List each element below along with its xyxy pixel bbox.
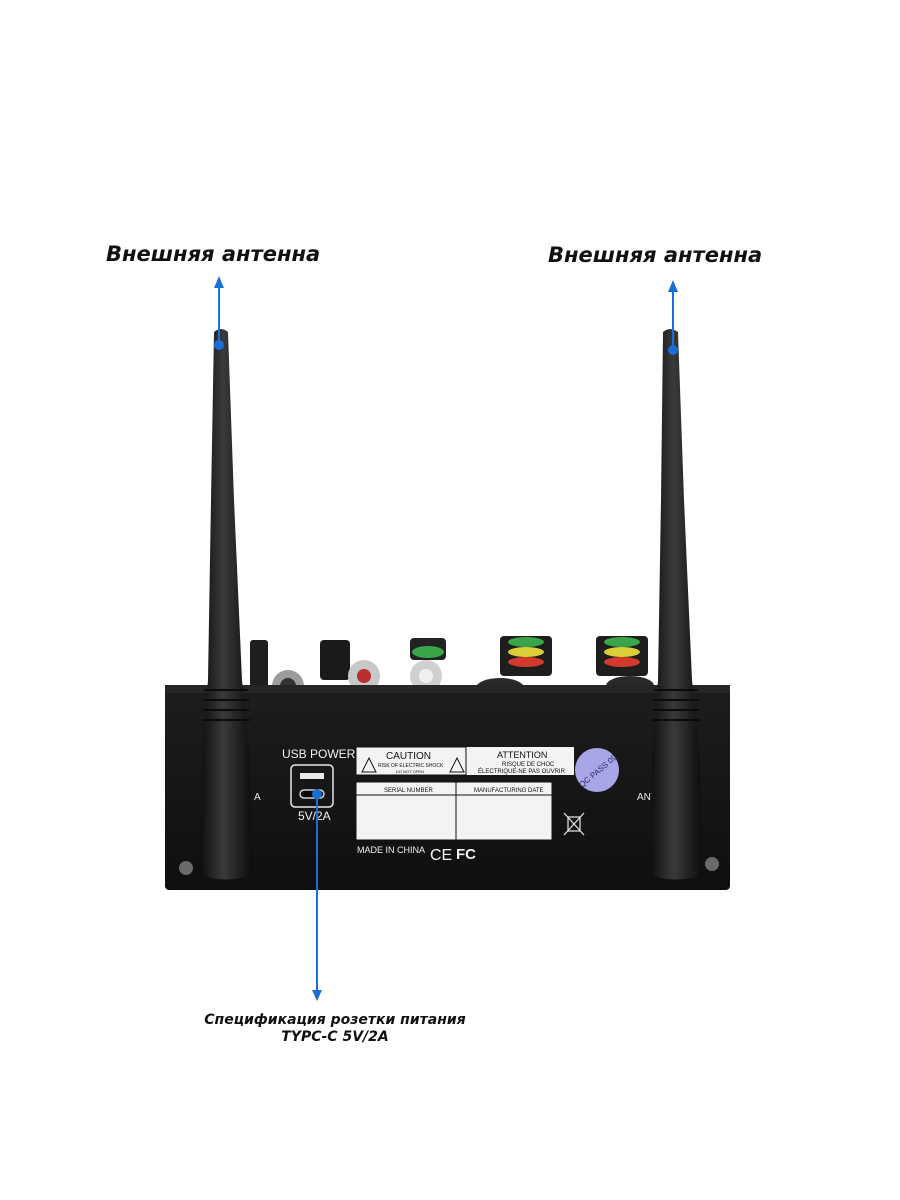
callout-power-line2: TYPC-C 5V/2A xyxy=(281,1029,389,1045)
callout-power-line1: Спецификация розетки питания xyxy=(204,1012,466,1028)
pointer-antenna-right xyxy=(668,280,678,355)
antenna-right xyxy=(650,329,702,880)
ce-mark: CE xyxy=(430,847,452,864)
usb-spec-label: 5V/2A xyxy=(298,809,331,823)
usb-port-frame xyxy=(290,764,334,808)
caution-label xyxy=(356,747,574,775)
warning-triangle-icon-2 xyxy=(449,756,465,773)
callout-power-spec: Спецификация розетки питания TYPC-C 5V/2… xyxy=(150,1012,520,1046)
pointer-antenna-left xyxy=(214,276,224,350)
callout-antenna-left: Внешняя антенна xyxy=(106,242,321,266)
warning-triangle-icon xyxy=(361,756,377,773)
fc-mark: FC xyxy=(456,846,476,863)
qc-pass-sticker xyxy=(575,748,619,792)
antenna-left xyxy=(200,329,252,880)
usb-power-label: USB POWER xyxy=(282,747,356,761)
attention-title: ATTENTION xyxy=(497,750,547,760)
caution-title: CAUTION xyxy=(386,751,431,762)
callout-antenna-right: Внешняя антенна xyxy=(548,243,763,267)
caution-line2: DO NOT OPEN xyxy=(396,769,424,774)
attention-line1: RISQUE DE CHOC xyxy=(502,762,555,768)
ant-label-right-partial: ANT xyxy=(637,792,657,803)
date-header: MANUFACTURING DATE xyxy=(474,788,544,794)
serial-header: SERIAL NUMBER xyxy=(384,788,433,794)
screw-right xyxy=(705,857,719,871)
weee-bin-icon xyxy=(563,812,585,836)
made-in-label: MADE IN CHINA xyxy=(357,845,425,855)
attention-line2: ÉLECTRIQUE-NE PAS OUVRIR xyxy=(478,768,566,775)
serial-label xyxy=(355,781,553,841)
usb-icon xyxy=(300,773,324,779)
screw-left xyxy=(179,861,193,875)
caution-line1: RISK OF ELECTRIC SHOCK xyxy=(378,763,444,769)
pointer-usb-port xyxy=(312,789,322,1001)
ant-label-left-partial: A xyxy=(254,792,261,803)
mixer-back-panel: USB POWER 5V/2A CAUTION RISK OF ELECTRIC… xyxy=(165,685,730,890)
